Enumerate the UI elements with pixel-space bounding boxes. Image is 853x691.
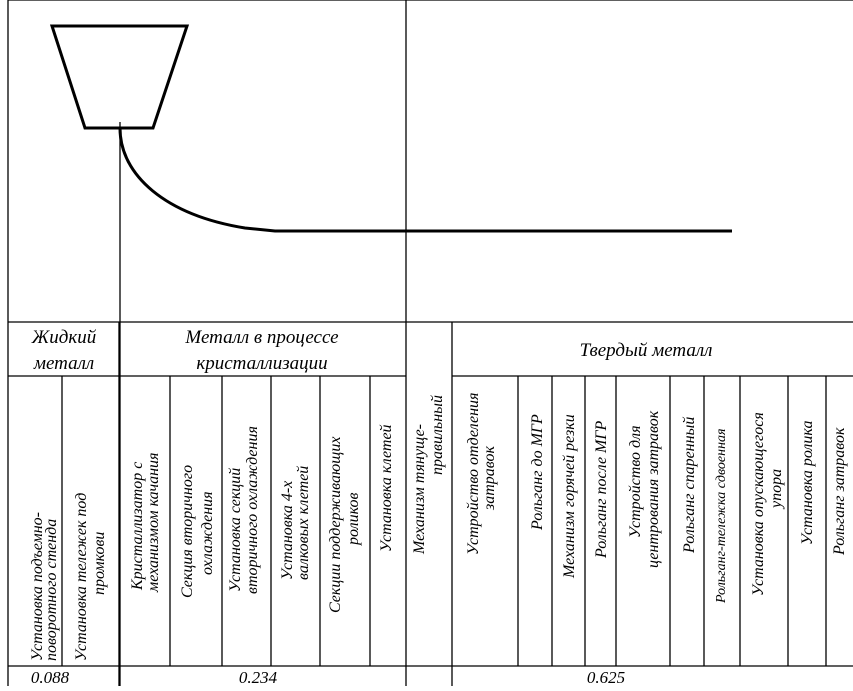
label-dummy-bar-roller-table: Рольганг затравок bbox=[831, 427, 848, 556]
label-roller-install: Установка ролика bbox=[799, 421, 816, 546]
label-roller-after: Рольганг после МГР bbox=[593, 421, 610, 559]
label-withdrawal-2: правильный bbox=[429, 395, 446, 475]
label-lowering-stop-1: Установка опускающегося bbox=[750, 412, 767, 596]
value-liquid: 0.088 bbox=[31, 668, 70, 686]
table-grid bbox=[7, 0, 853, 686]
group-crystallization-line2: кристаллизации bbox=[196, 353, 327, 374]
label-secondary-section-2: охлаждения bbox=[199, 491, 216, 575]
label-twin-roller-car: Рольганг-тележка сдвоенная bbox=[714, 428, 729, 604]
label-secondary-install-1: Установка секций bbox=[227, 468, 244, 592]
label-lifting-stand-1: Установка подъемно- bbox=[29, 512, 46, 661]
label-withdrawal-1: Механизм тянуще- bbox=[411, 424, 428, 555]
equipment-labels: Установка подъемно- поворотного стенда У… bbox=[29, 393, 848, 661]
label-support-rolls-2: роликов bbox=[345, 493, 362, 546]
label-mould-1: Кристаллизатор с bbox=[129, 462, 146, 591]
label-secondary-section-1: Секция вторичного bbox=[179, 465, 196, 598]
tundish-shape bbox=[49, 24, 190, 130]
label-tundish-cars-1: Установка тележек под bbox=[73, 493, 90, 661]
label-hot-cutting: Механизм горячей резки bbox=[561, 414, 578, 579]
label-mould-2: механизмом качания bbox=[145, 453, 162, 593]
value-crystallization: 0.234 bbox=[239, 668, 278, 686]
label-separator-1: Устройство отделения bbox=[465, 393, 482, 555]
label-four-roll-1: Установка 4-х bbox=[279, 481, 296, 580]
label-secondary-install-2: вторичного охлаждения bbox=[244, 426, 261, 594]
label-separator-2: затравок bbox=[481, 445, 498, 511]
strand-curve bbox=[118, 127, 732, 233]
label-stand-install: Установка клетей bbox=[378, 424, 395, 552]
label-twin-roller-table: Рольганг спаренный bbox=[681, 417, 698, 554]
value-solid: 0.625 bbox=[587, 668, 625, 686]
label-tundish-cars-2: промкови bbox=[91, 532, 108, 595]
group-liquid-line1: Жидкий bbox=[31, 327, 97, 348]
group-liquid-line2: металл bbox=[33, 353, 94, 374]
label-four-roll-2: валковых клетей bbox=[295, 466, 312, 580]
label-centering-2: центрования затравок bbox=[645, 410, 662, 568]
label-roller-before: Рольганг до МГР bbox=[529, 414, 546, 531]
label-lowering-stop-2: упора bbox=[768, 469, 785, 510]
group-crystallization-line1: Металл в процессе bbox=[184, 327, 338, 348]
label-centering-1: Устройство для bbox=[627, 425, 644, 538]
label-lifting-stand-2: поворотного стенда bbox=[43, 519, 60, 661]
label-support-rolls-1: Секции поддерживающих bbox=[327, 437, 344, 613]
group-solid: Твердый металл bbox=[580, 340, 713, 361]
